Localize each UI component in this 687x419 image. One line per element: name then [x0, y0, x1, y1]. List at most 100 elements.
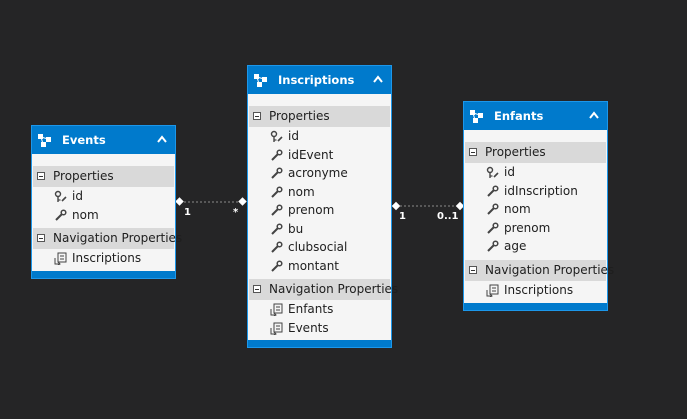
- property-item[interactable]: bu: [248, 219, 391, 238]
- entity-footer: [248, 340, 391, 347]
- navigation-name: Events: [288, 320, 329, 335]
- navigation-item[interactable]: Inscriptions: [32, 249, 175, 268]
- navigation-name: Enfants: [288, 302, 334, 316]
- section-navigation-properties[interactable]: Navigation Properties: [33, 228, 182, 249]
- section-navigation-properties[interactable]: Navigation Properties: [249, 279, 398, 300]
- property-item[interactable]: id: [248, 127, 391, 146]
- entity-header[interactable]: Inscriptions: [248, 66, 391, 94]
- property-item[interactable]: prenom: [464, 218, 607, 237]
- property-name: nom: [504, 202, 531, 216]
- entity-title: Inscriptions: [278, 73, 355, 87]
- wrench-icon: [271, 167, 283, 179]
- property-item[interactable]: acronyme: [248, 164, 391, 183]
- collapse-section-icon[interactable]: [37, 172, 45, 180]
- property-name: acronyme: [288, 166, 348, 180]
- property-item[interactable]: age: [464, 237, 607, 256]
- property-name: idInscription: [504, 183, 578, 198]
- entity-header[interactable]: Enfants: [464, 102, 607, 130]
- property-name: nom: [72, 207, 99, 222]
- section-label: Navigation Properties: [269, 282, 399, 296]
- wrench-icon: [487, 221, 499, 234]
- collapse-section-icon[interactable]: [469, 148, 477, 156]
- collapse-chevron-icon[interactable]: [157, 135, 167, 143]
- multiplicity-inscriptions-side: 1: [399, 211, 406, 222]
- wrench-icon: [271, 222, 283, 235]
- wrench-icon: [271, 185, 283, 198]
- connector-diamond: [238, 197, 247, 206]
- property-name: idEvent: [288, 147, 334, 162]
- property-name: montant: [288, 258, 340, 273]
- entity-title: Events: [62, 133, 106, 147]
- collapse-chevron-icon[interactable]: [589, 111, 599, 119]
- wrench-icon: [487, 184, 499, 197]
- connector-diamond: [175, 197, 184, 206]
- section-properties[interactable]: Properties: [249, 106, 390, 127]
- property-name: bu: [288, 221, 304, 236]
- wrench-icon: [271, 241, 283, 253]
- property-name: prenom: [504, 220, 551, 235]
- navigation-property-icon: [270, 303, 283, 316]
- entity-footer: [32, 271, 175, 278]
- property-item[interactable]: prenom: [248, 201, 391, 220]
- multiplicity-enfants-side: 0..1: [437, 211, 459, 222]
- property-name: clubsocial: [288, 240, 348, 254]
- association-inscriptions-enfants[interactable]: [391, 201, 465, 211]
- collapse-section-icon[interactable]: [469, 265, 477, 274]
- collapse-section-icon[interactable]: [253, 112, 261, 120]
- key-wrench-icon: [270, 130, 283, 142]
- navigation-name: Inscriptions: [72, 251, 142, 265]
- connector-diamond: [391, 201, 401, 211]
- wrench-icon: [487, 240, 499, 252]
- property-name: prenom: [288, 203, 335, 217]
- section-properties[interactable]: Properties: [465, 142, 606, 163]
- navigation-property-icon: [54, 252, 67, 265]
- navigation-name: Inscriptions: [504, 282, 574, 297]
- collapse-chevron-icon[interactable]: [373, 75, 383, 83]
- property-item[interactable]: nom: [464, 200, 607, 219]
- navigation-item[interactable]: Enfants: [248, 300, 391, 319]
- property-item[interactable]: montant: [248, 256, 391, 275]
- property-item[interactable]: nom: [32, 205, 175, 224]
- navigation-item[interactable]: Events: [248, 318, 391, 337]
- entity-type-icon: [254, 74, 267, 87]
- navigation-property-icon: [270, 322, 283, 335]
- entity-header[interactable]: Events: [32, 126, 175, 154]
- entity-inscriptions[interactable]: Inscriptions Properties id idEvent acron…: [247, 65, 398, 348]
- multiplicity-events-side: 1: [184, 207, 191, 218]
- collapse-section-icon[interactable]: [37, 234, 45, 242]
- navigation-property-icon: [486, 284, 499, 297]
- property-item[interactable]: idEvent: [248, 145, 391, 164]
- collapse-section-icon[interactable]: [253, 285, 261, 293]
- entity-footer: [464, 303, 607, 310]
- section-label: Navigation Properties: [53, 231, 183, 245]
- navigation-item[interactable]: Inscriptions: [464, 280, 607, 299]
- property-item[interactable]: id: [32, 187, 175, 206]
- property-item[interactable]: idInscription: [464, 181, 607, 200]
- property-item[interactable]: nom: [248, 182, 391, 201]
- entity-type-icon: [470, 110, 483, 123]
- wrench-icon: [271, 259, 283, 272]
- property-name: nom: [288, 184, 315, 199]
- section-label: Properties: [485, 145, 546, 159]
- association-events-inscriptions[interactable]: [175, 197, 247, 206]
- property-name: age: [504, 239, 527, 253]
- section-navigation-properties[interactable]: Navigation Properties: [465, 259, 614, 281]
- connector-diamond: [455, 201, 465, 211]
- wrench-icon: [55, 208, 67, 221]
- entity-events[interactable]: Events Properties id nom Navigation Prop…: [31, 125, 182, 279]
- wrench-icon: [271, 204, 283, 216]
- property-item[interactable]: clubsocial: [248, 238, 391, 257]
- entity-enfants[interactable]: Enfants Properties id idInscription nom …: [463, 101, 614, 311]
- section-label: Properties: [53, 169, 114, 183]
- property-item[interactable]: id: [464, 163, 607, 182]
- property-name: id: [72, 189, 83, 203]
- key-wrench-icon: [486, 166, 499, 178]
- wrench-icon: [271, 148, 283, 161]
- section-label: Navigation Properties: [485, 262, 615, 277]
- section-label: Properties: [269, 109, 330, 123]
- entity-type-icon: [38, 134, 51, 147]
- wrench-icon: [487, 203, 499, 215]
- section-properties[interactable]: Properties: [33, 166, 174, 187]
- property-name: id: [504, 165, 515, 179]
- multiplicity-inscriptions-side: *: [233, 207, 239, 218]
